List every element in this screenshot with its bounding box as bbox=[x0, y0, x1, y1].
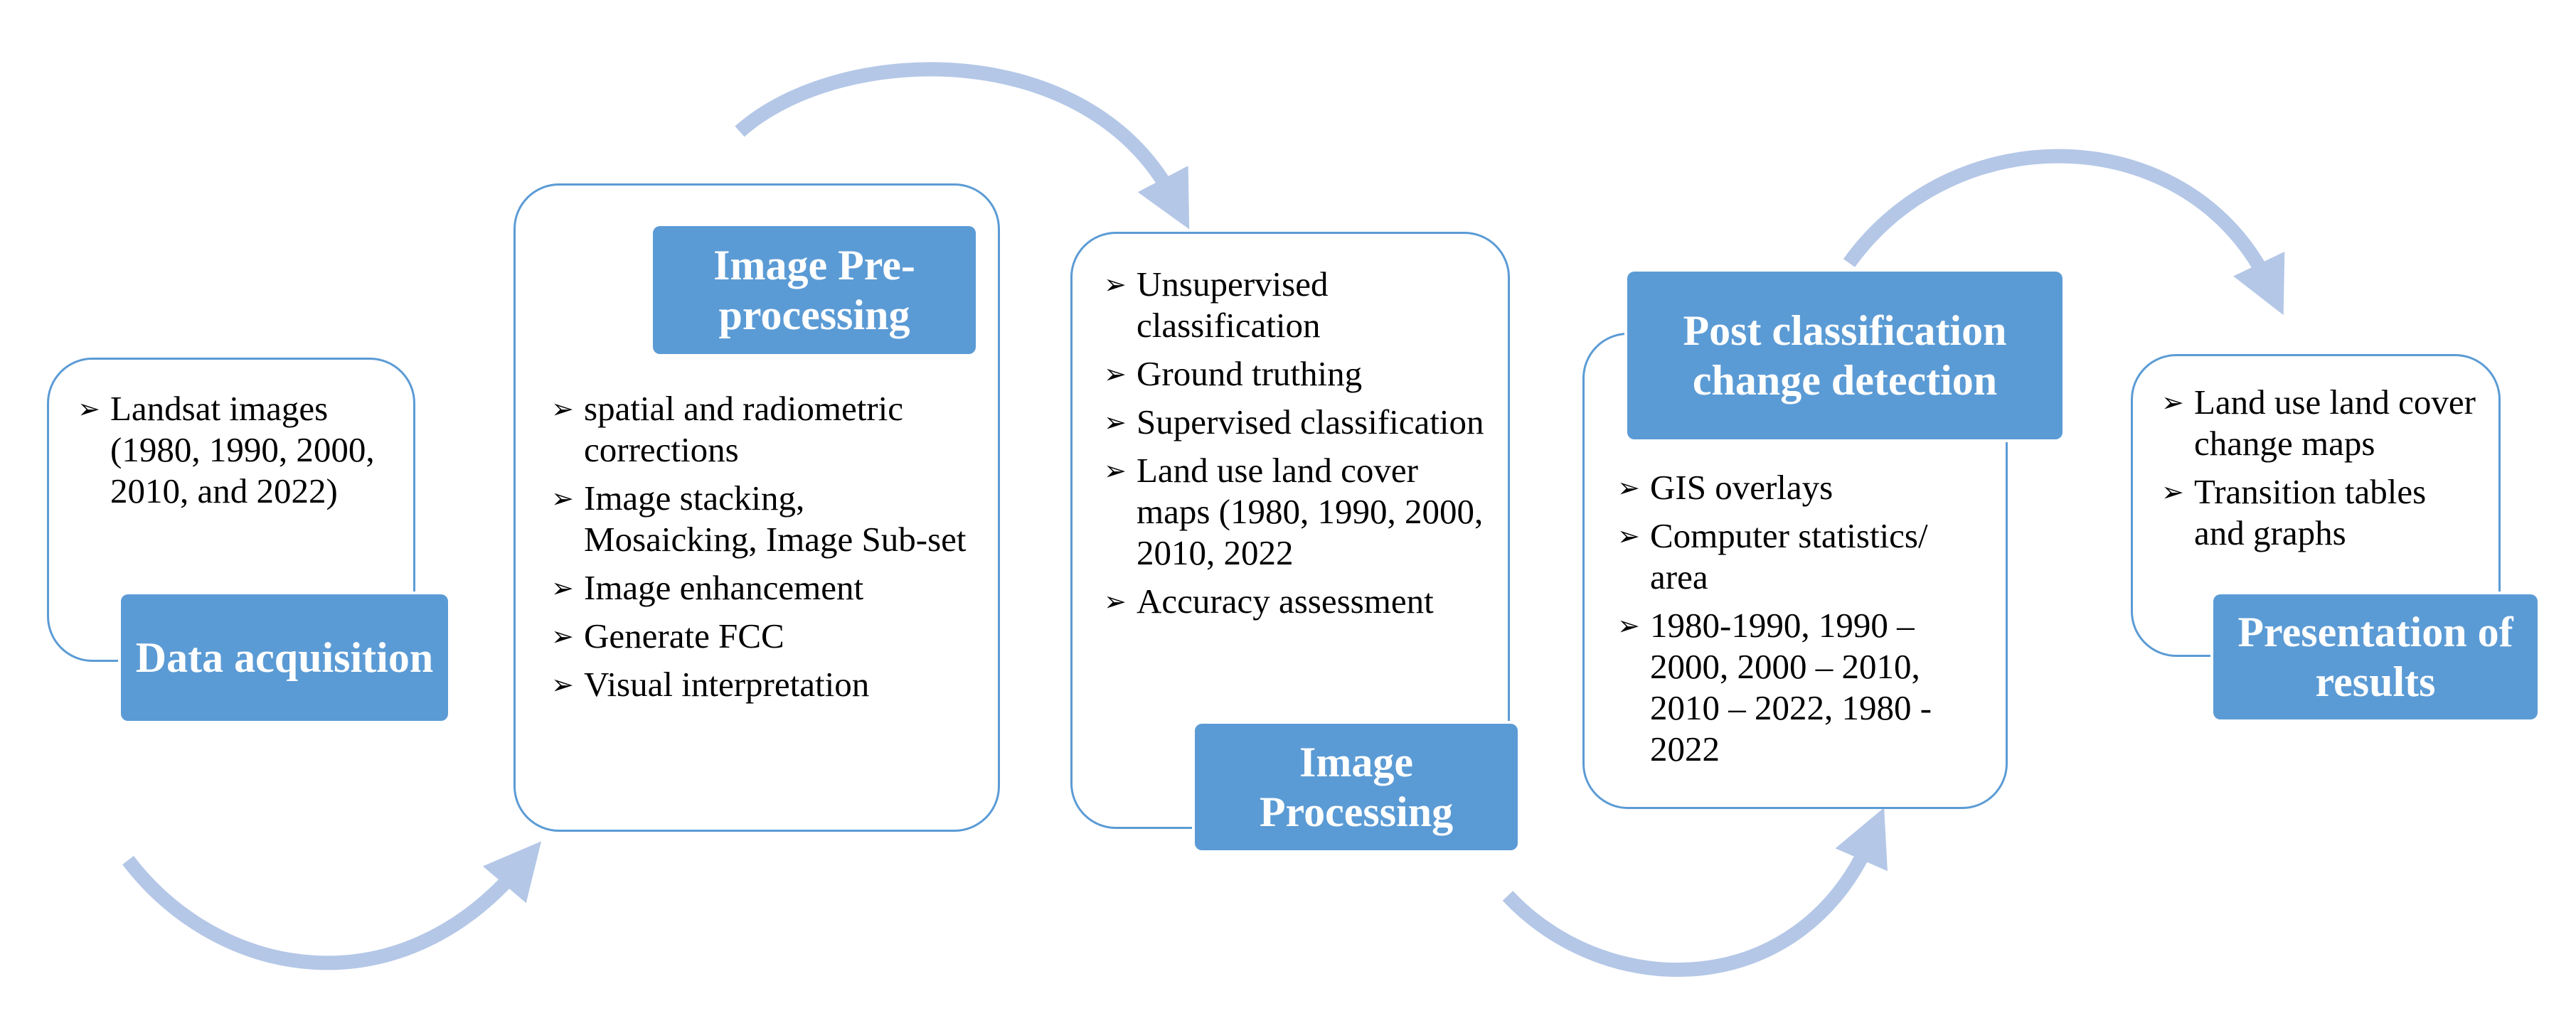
list-item: ➢GIS overlays bbox=[1617, 468, 1833, 507]
list-item: ➢Supervised classification bbox=[1104, 402, 1484, 441]
arrowhead-bullet-icon: ➢ bbox=[1617, 610, 1640, 641]
step-label-data-acquisition: Data acquisition bbox=[121, 594, 448, 721]
arrowhead-bullet-icon: ➢ bbox=[2161, 476, 2184, 508]
list-item: ➢Image enhancement bbox=[551, 568, 864, 607]
step-item-list: ➢spatial and radiometric corrections ➢Im… bbox=[551, 388, 976, 705]
step-label-image-processing: Image Processing bbox=[1195, 724, 1518, 850]
step-item-list: ➢Unsupervised classification ➢Ground tru… bbox=[1104, 264, 1486, 622]
flow-arrow-2-to-3 bbox=[735, 62, 1190, 230]
step-label-image-preprocessing: Image Pre-processing bbox=[653, 226, 976, 354]
flow-arrow-1-to-2 bbox=[122, 841, 542, 970]
step-label-presentation: Presentation of results bbox=[2213, 594, 2538, 719]
arrowhead-bullet-icon: ➢ bbox=[551, 621, 574, 652]
list-item: ➢1980-1990, 1990 – 2000, 2000 – 2010, 20… bbox=[1617, 606, 1932, 769]
list-item: ➢Accuracy assessment bbox=[1104, 582, 1434, 621]
arrowhead-bullet-icon: ➢ bbox=[1104, 586, 1127, 617]
list-item: ➢Landsat images (1980, 1990, 2000, 2010,… bbox=[78, 389, 375, 510]
flow-arrow-4-to-5 bbox=[1843, 149, 2285, 316]
list-item: ➢Generate FCC bbox=[551, 616, 784, 655]
arrowhead-bullet-icon: ➢ bbox=[1104, 269, 1127, 300]
arrowhead-bullet-icon: ➢ bbox=[551, 572, 574, 604]
list-item: ➢Land use land cover change maps bbox=[2161, 382, 2476, 463]
arrowhead-bullet-icon: ➢ bbox=[1617, 520, 1640, 552]
arrowhead-bullet-icon: ➢ bbox=[1104, 358, 1127, 390]
arrowhead-bullet-icon: ➢ bbox=[1104, 455, 1127, 486]
list-item: ➢Unsupervised classification bbox=[1104, 264, 1329, 345]
arrowhead-bullet-icon: ➢ bbox=[1617, 472, 1640, 503]
list-item: ➢Image stacking, Mosaicking, Image Sub-s… bbox=[551, 478, 967, 559]
list-item: ➢Computer statistics/ area bbox=[1617, 516, 1928, 596]
flow-arrow-3-to-4 bbox=[1502, 807, 1888, 978]
list-item: ➢Land use land cover maps (1980, 1990, 2… bbox=[1104, 451, 1484, 572]
step-label-change-detection: Post classification change detection bbox=[1627, 272, 2063, 439]
list-item: ➢Transition tables and graphs bbox=[2161, 472, 2427, 552]
arrowhead-bullet-icon: ➢ bbox=[1104, 407, 1127, 438]
arrowhead-bullet-icon: ➢ bbox=[551, 669, 574, 700]
list-item: ➢Ground truthing bbox=[1104, 354, 1363, 393]
arrowhead-bullet-icon: ➢ bbox=[78, 393, 100, 424]
arrowhead-bullet-icon: ➢ bbox=[551, 483, 574, 514]
arrowhead-bullet-icon: ➢ bbox=[2161, 387, 2184, 418]
step-item-list: ➢GIS overlays ➢Computer statistics/ area… bbox=[1617, 467, 1987, 770]
step-item-list: ➢Land use land cover change maps ➢Transi… bbox=[2161, 382, 2481, 554]
step-item-list: ➢Landsat images (1980, 1990, 2000, 2010,… bbox=[78, 388, 392, 512]
arrowhead-bullet-icon: ➢ bbox=[551, 393, 574, 424]
list-item: ➢spatial and radiometric corrections bbox=[551, 389, 903, 469]
list-item: ➢Visual interpretation bbox=[551, 665, 870, 704]
step-card-data-acquisition: ➢Landsat images (1980, 1990, 2000, 2010,… bbox=[47, 358, 415, 662]
